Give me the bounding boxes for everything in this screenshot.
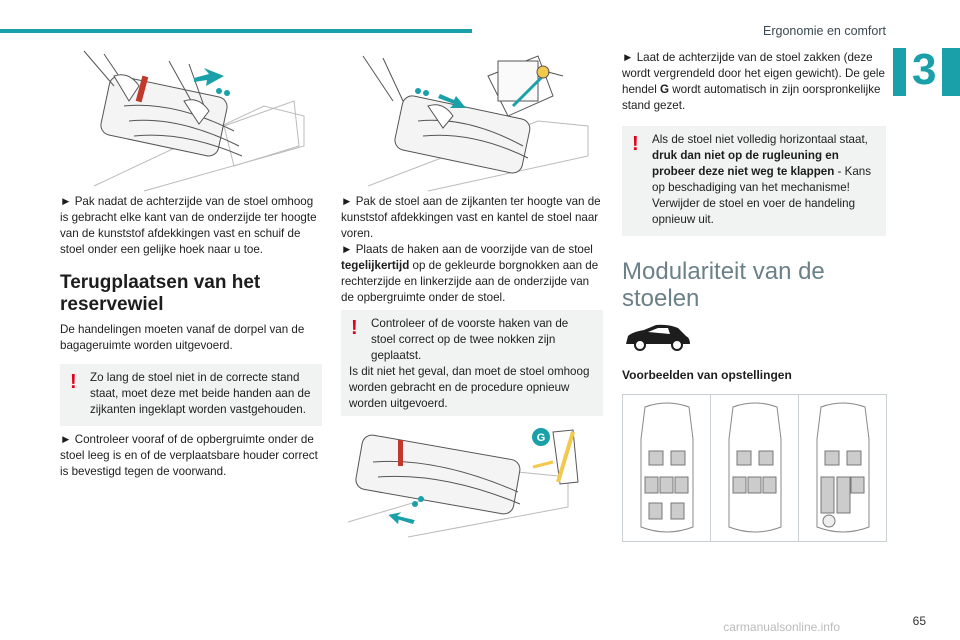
column-1-bottom: ► Controleer vooraf of de opbergruimte o…	[60, 432, 322, 480]
red-strap-icon	[398, 440, 403, 466]
page-number: 65	[912, 614, 926, 628]
configuration-examples	[622, 394, 887, 542]
seat-lower-illustration: G	[347, 428, 579, 538]
warning-icon: !	[632, 133, 639, 155]
warning-box: ! Als de stoel niet volledig horizontaal…	[622, 126, 886, 236]
warning-text: Controleer of de voorste haken van de st…	[371, 317, 569, 362]
lever-g-badge	[532, 428, 550, 446]
warning-box: ! Zo lang de stoel niet in de correcte s…	[60, 364, 322, 426]
arrow-left-icon	[194, 68, 224, 86]
config-1-diagram	[640, 402, 694, 533]
header-accent-bar	[0, 29, 472, 33]
warning-icon: !	[70, 371, 77, 393]
section-title: Ergonomie en comfort	[763, 24, 886, 38]
column-3: ► Laat de achterzijde van de stoel zakke…	[622, 50, 886, 114]
section-heading: Terugplaatsen van het reservewiel	[60, 272, 261, 315]
subheading: Voorbeelden van opstellingen	[622, 368, 792, 382]
chapter-number: 3	[906, 42, 943, 98]
warning-text-2: Is dit niet het geval, dan moet de stoel…	[349, 365, 590, 410]
config-2-diagram	[728, 402, 782, 533]
red-strap-icon	[135, 75, 149, 103]
config-3-diagram	[816, 402, 870, 533]
section-heading: Modulariteit van de stoelen	[622, 258, 825, 312]
column-1: ► Pak nadat de achterzijde van de stoel …	[60, 194, 322, 354]
lever-label: G	[537, 432, 546, 444]
paragraph: De handelingen moeten vanaf de dorpel va…	[60, 323, 305, 352]
instruction-step: ► Pak de stoel aan de zijkanten ter hoog…	[341, 195, 601, 240]
watermark: carmanualsonline.info	[723, 620, 840, 634]
instruction-step: ► Pak nadat de achterzijde van de stoel …	[60, 195, 317, 256]
seat-removal-illustration	[83, 50, 305, 192]
seat-tilt-illustration	[362, 55, 589, 192]
instruction-step: ► Laat de achterzijde van de stoel zakke…	[622, 51, 885, 112]
warning-text: Zo lang de stoel niet in de correcte sta…	[90, 371, 311, 416]
arrow-right-icon	[438, 94, 466, 108]
warning-icon: !	[351, 317, 358, 339]
instruction-step: ► Controleer vooraf of de opbergruimte o…	[60, 433, 318, 478]
column-2: ► Pak de stoel aan de zijkanten ter hoog…	[341, 194, 603, 306]
arrow-down-icon	[388, 512, 415, 525]
warning-box: ! Controleer of de voorste haken van de …	[341, 310, 603, 416]
warning-text: Als de stoel niet volledig horizontaal s…	[652, 133, 872, 226]
instruction-step: ► Plaats de haken aan de voorzijde van d…	[341, 243, 599, 304]
car-icon	[626, 324, 690, 351]
